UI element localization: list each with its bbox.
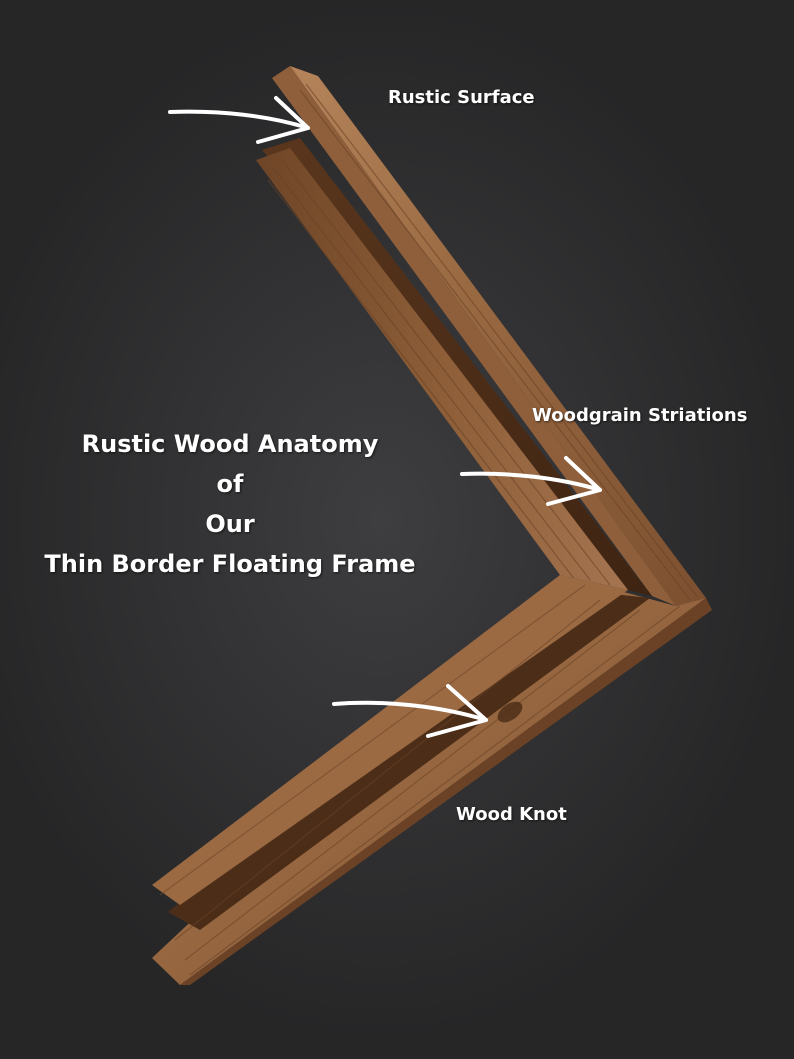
- title-line-2: of: [216, 470, 244, 498]
- wood-knot-mark: [497, 701, 523, 723]
- arrow-wood-knot: [332, 684, 488, 738]
- title-block: Rustic Wood Anatomy of Our Thin Border F…: [20, 424, 440, 584]
- title-line-4: Thin Border Floating Frame: [44, 550, 416, 578]
- frame-lower-arm: [152, 575, 712, 985]
- title-line-1: Rustic Wood Anatomy: [81, 430, 379, 458]
- callout-woodgrain-striations: Woodgrain Striations: [532, 405, 748, 426]
- arrow-rustic-surface: [168, 96, 310, 144]
- callout-rustic-surface: Rustic Surface: [388, 87, 535, 108]
- title-line-3: Our: [205, 510, 255, 538]
- callout-wood-knot: Wood Knot: [456, 804, 567, 825]
- frame-upper-arm: [256, 66, 706, 606]
- arrow-woodgrain: [460, 456, 602, 506]
